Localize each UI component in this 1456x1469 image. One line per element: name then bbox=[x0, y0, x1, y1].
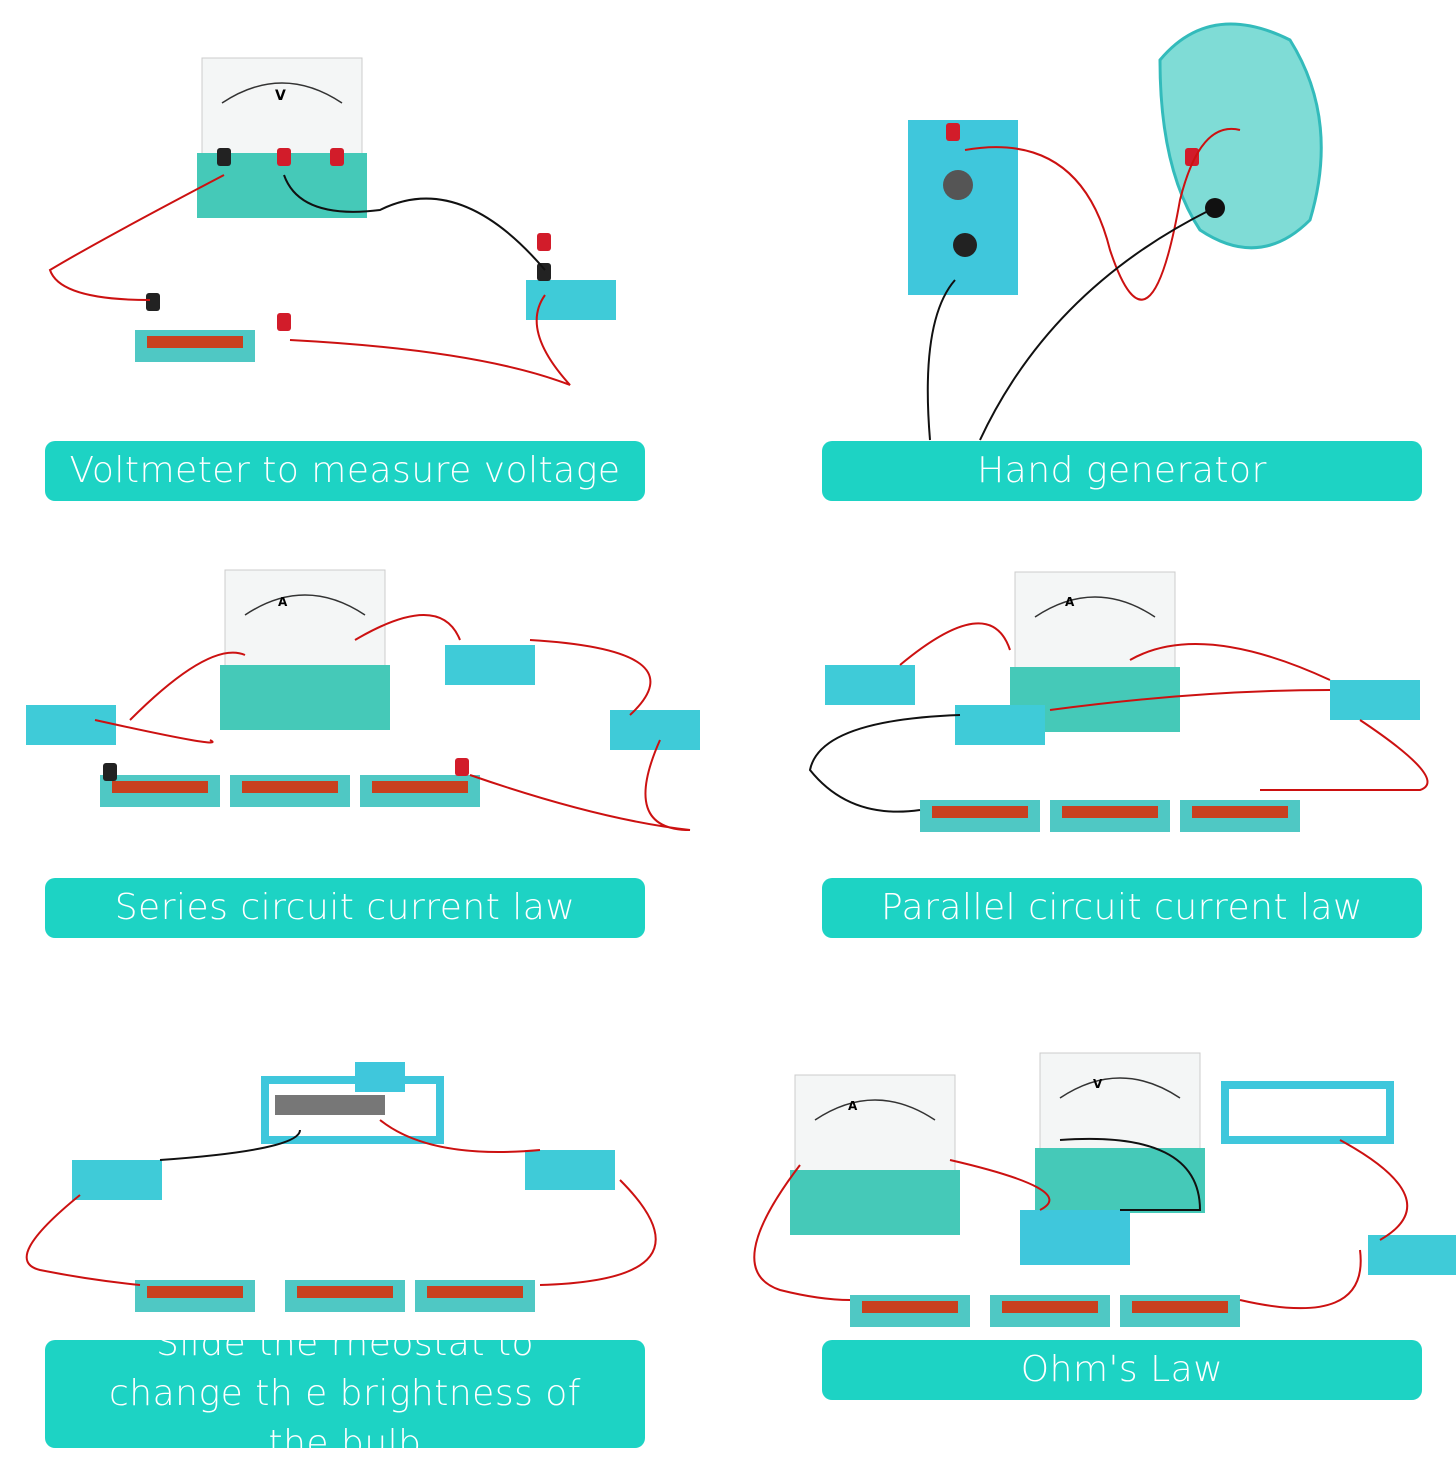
hand-generator-circuit bbox=[908, 22, 1323, 441]
caption-parallel-circuit: Parallel circuit current law bbox=[822, 878, 1422, 938]
caption-hand-generator: Hand generator bbox=[822, 441, 1422, 501]
meter-symbol-v: V bbox=[1093, 1077, 1103, 1091]
caption-series-circuit: Series circuit current law bbox=[45, 878, 645, 938]
rheostat-circuit bbox=[25, 1062, 657, 1312]
voltmeter-circuit: V bbox=[48, 57, 616, 386]
parallel-circuit: A bbox=[808, 571, 1429, 832]
caption-voltmeter: Voltmeter to measure voltage bbox=[45, 441, 645, 501]
meter-symbol-a: A bbox=[848, 1099, 858, 1113]
caption-ohms-law: Ohm's Law bbox=[822, 1340, 1422, 1400]
meter-symbol: V bbox=[275, 88, 286, 104]
ohms-law-circuit: A V bbox=[753, 1052, 1456, 1327]
meter-symbol: A bbox=[278, 595, 288, 609]
caption-rheostat: Slide the rheostat to change th e bright… bbox=[45, 1323, 645, 1464]
meter-symbol: A bbox=[1065, 595, 1075, 609]
series-circuit: A bbox=[26, 569, 700, 831]
